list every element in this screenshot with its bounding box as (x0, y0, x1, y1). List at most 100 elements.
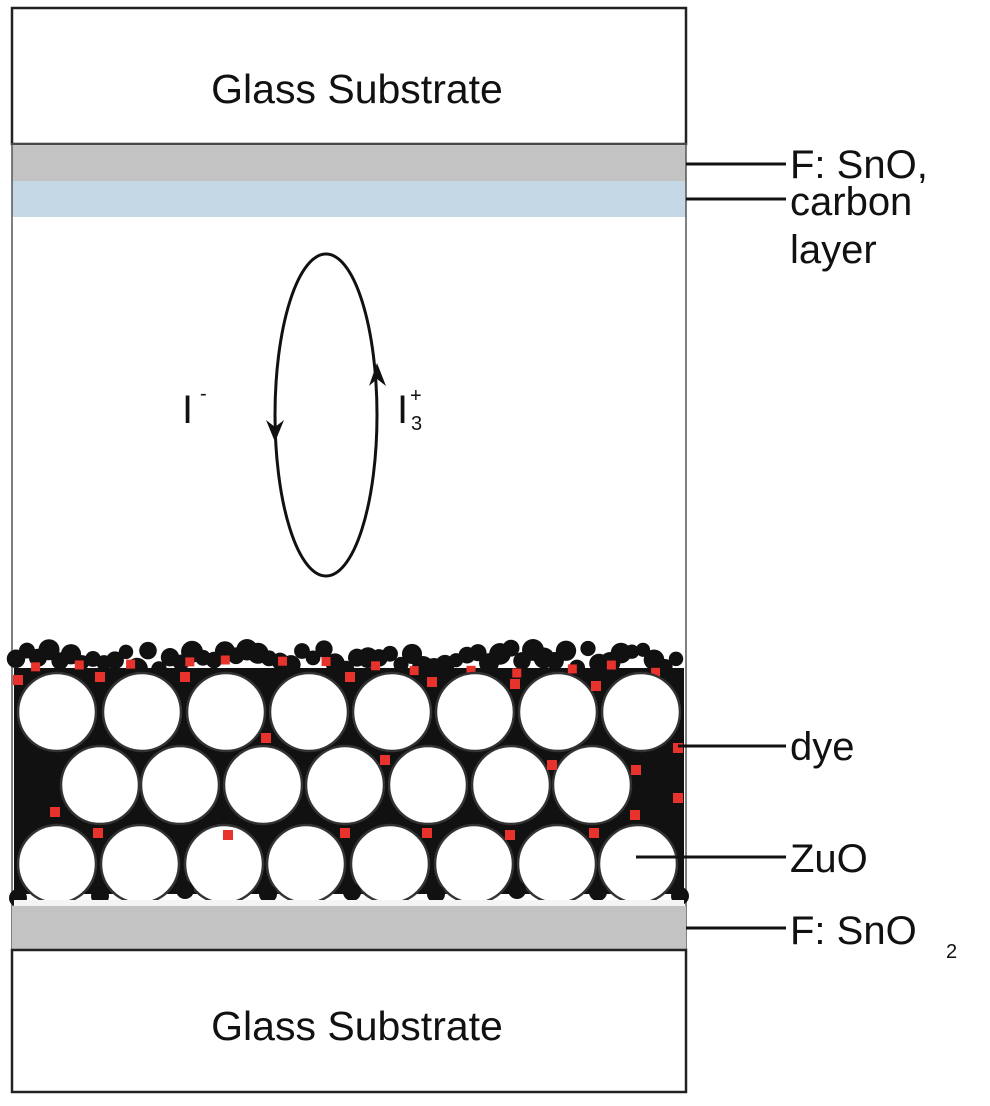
dye-molecule (223, 830, 233, 840)
zno-label: ZuO (790, 837, 868, 881)
zno-nanoparticle (101, 671, 183, 753)
top-fto-label: F: SnO, (790, 143, 928, 187)
dye-molecule (277, 656, 287, 666)
dye-particle (315, 640, 333, 658)
zno-nanoparticle (516, 823, 598, 905)
dye-molecule (31, 662, 41, 672)
zno-nanoparticle (517, 671, 599, 753)
dye-particle (106, 651, 124, 670)
dye-molecule (651, 667, 661, 677)
bottom-glass-substrate-label: Glass Substrate (211, 1003, 503, 1049)
iodide-label: I (182, 388, 193, 432)
dye-molecule (422, 828, 432, 838)
redox-cycle: I - I + 3 (182, 252, 422, 578)
dye-particle (151, 661, 167, 677)
arrow-down-icon (266, 420, 284, 442)
dye-particle (176, 881, 194, 899)
zno-nanoparticle (16, 823, 98, 905)
dye-molecule (93, 828, 103, 838)
dye-molecule (340, 828, 350, 838)
triiodide-label: I (397, 388, 408, 432)
dye-molecule (126, 659, 136, 669)
dye-particle (305, 650, 321, 666)
dye-molecule (673, 793, 683, 803)
dye-molecule (321, 657, 331, 667)
top-glass-substrate-label: Glass Substrate (211, 66, 503, 112)
dye-molecule (95, 672, 105, 682)
zno-nanoparticle (470, 744, 552, 826)
dye-particle (624, 644, 640, 659)
dye-molecule (427, 677, 437, 687)
dye-particle (657, 658, 673, 675)
zno-nanoparticle (600, 671, 682, 753)
dye-molecule (371, 661, 381, 671)
dye-molecule (180, 672, 190, 682)
dye-particle (502, 639, 520, 657)
zno-nanoparticle (434, 671, 516, 753)
zno-dye-film (6, 639, 689, 907)
bottom-glass-substrate: Glass Substrate (10, 948, 688, 1094)
dye-particle (589, 883, 607, 901)
zno-nanoparticle (139, 744, 221, 826)
dye-molecule (185, 657, 195, 667)
bottom-fto-subscript: 2 (946, 941, 957, 963)
dye-molecule (74, 660, 84, 670)
dye-particle (259, 885, 277, 903)
dye-particle (580, 640, 596, 657)
dye-molecule (512, 668, 522, 678)
dye-molecule (631, 765, 641, 775)
zno-nanoparticle (304, 744, 386, 826)
film-interface (14, 900, 684, 906)
zno-nanoparticle (597, 823, 679, 905)
dye-molecule (345, 672, 355, 682)
dye-molecule (50, 807, 60, 817)
dye-molecule (13, 675, 23, 685)
dye-molecule (409, 666, 419, 676)
dye-molecule (606, 660, 616, 670)
dye-label: dye (790, 725, 855, 769)
zno-nanoparticle (349, 823, 431, 905)
top-fto-layer (12, 146, 686, 181)
triiodide-charge: + (410, 385, 422, 407)
dye-particle (427, 885, 445, 903)
leader-lines (636, 162, 786, 930)
zno-nanoparticle (222, 744, 304, 826)
dye-molecule (380, 755, 390, 765)
triiodide-subscript: 3 (411, 413, 422, 435)
dye-molecule (466, 665, 476, 675)
iodide-charge: - (200, 383, 207, 405)
zno-nanoparticle (265, 823, 347, 905)
zno-nanoparticle (551, 744, 633, 826)
zno-nanoparticle (16, 671, 98, 753)
dye-particle (508, 881, 526, 899)
dye-particle (668, 651, 684, 667)
zno-nanoparticle (268, 671, 350, 753)
bottom-glass-substrate-box (10, 948, 688, 1094)
zno-nanoparticle (59, 744, 141, 826)
dye-molecule (547, 760, 557, 770)
dye-molecule (510, 679, 520, 689)
carbon-label-line2: layer (790, 228, 877, 272)
dye-particle (139, 641, 157, 660)
zno-nanoparticle (433, 823, 515, 905)
dye-particle (555, 640, 577, 661)
dye-particle (118, 644, 134, 660)
carbon-label-line1: carbon (790, 180, 912, 224)
arrow-up-icon (369, 363, 386, 386)
zno-nanoparticle (387, 744, 469, 826)
top-glass-substrate: Glass Substrate (10, 6, 688, 146)
dye-molecule (505, 830, 515, 840)
bottom-fto-label: F: SnO (790, 909, 917, 953)
zno-nanoparticle (99, 823, 181, 905)
zno-nanoparticle (351, 671, 433, 753)
dye-molecule (589, 828, 599, 838)
dye-molecule (591, 681, 601, 691)
redox-loop (273, 252, 379, 578)
carbon-layer (12, 181, 686, 217)
dye-particle (294, 643, 310, 659)
bottom-fto-layer (12, 906, 686, 950)
dye-molecule (630, 810, 640, 820)
zno-nanoparticle (185, 671, 267, 753)
dye-molecule (261, 733, 271, 743)
